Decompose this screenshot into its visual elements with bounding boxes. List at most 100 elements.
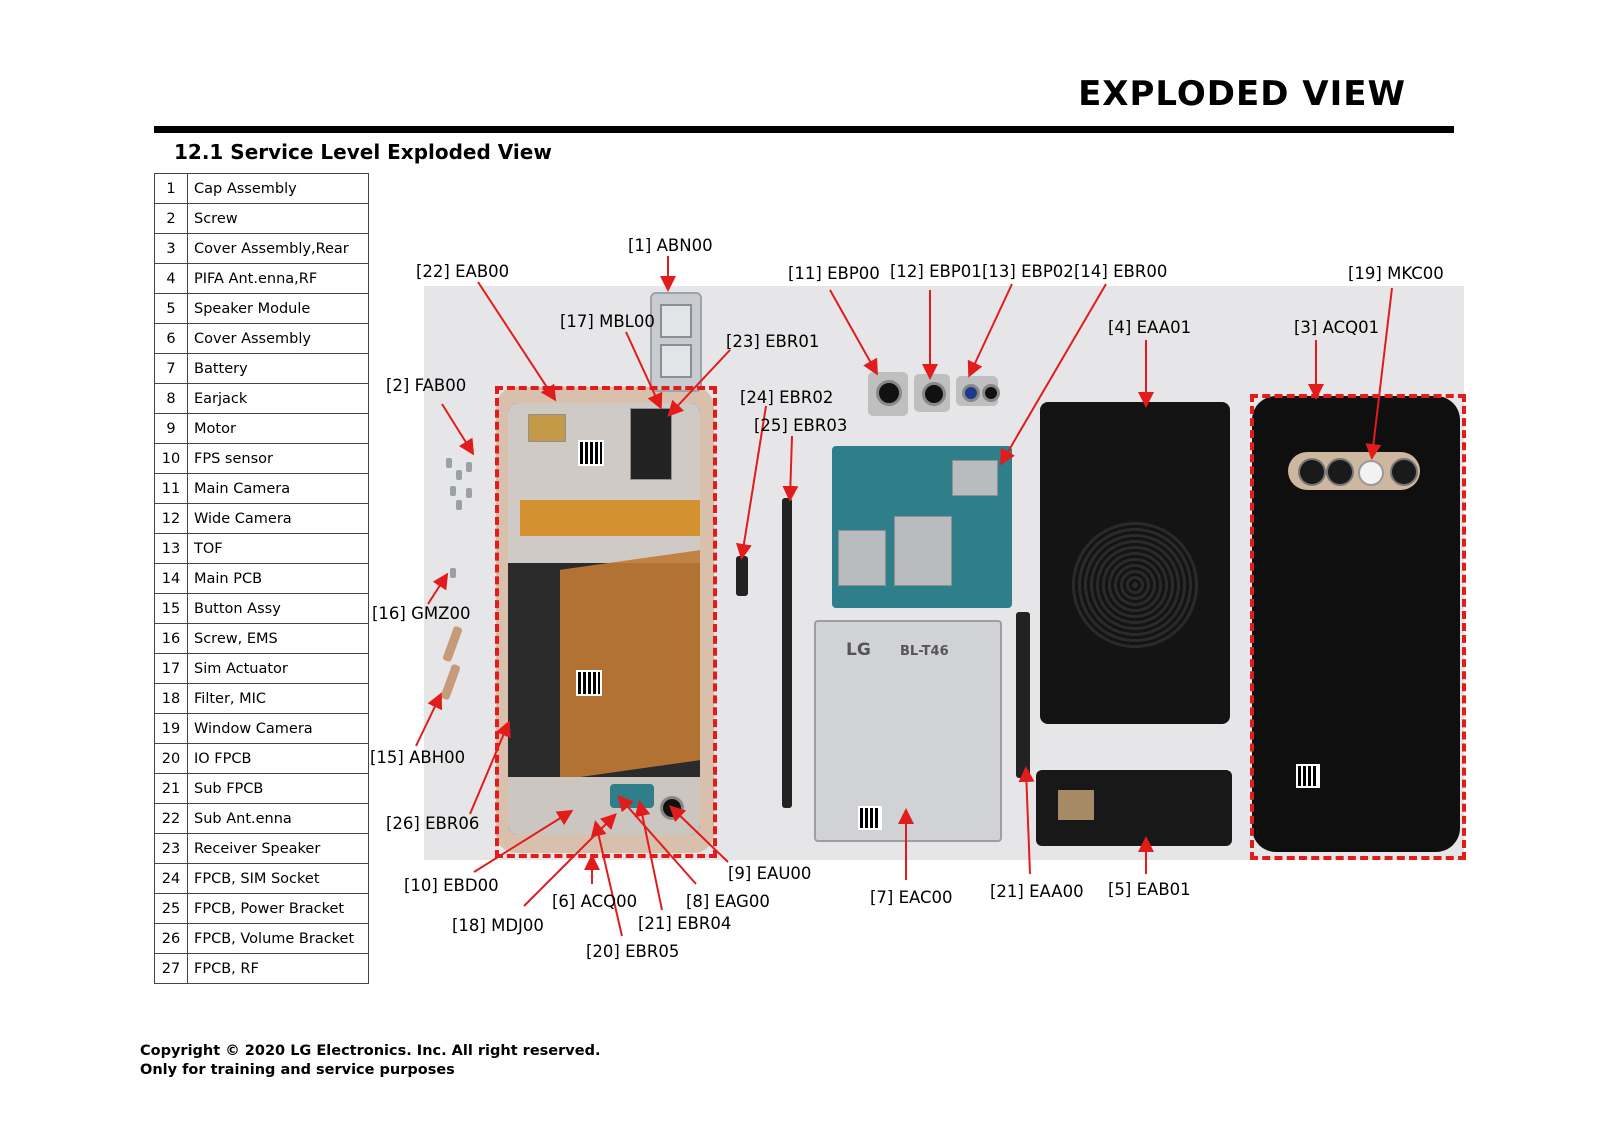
- nfc-coil: [1070, 520, 1200, 650]
- part-name: Cover Assembly,Rear: [187, 233, 369, 264]
- pcb-shield: [894, 516, 952, 586]
- section-title: 12.1 Service Level Exploded View: [174, 140, 552, 164]
- qr-code: [576, 670, 602, 696]
- pcb-shield: [838, 530, 886, 586]
- part-number: 27: [154, 953, 188, 984]
- part-name: PIFA Ant.enna,RF: [187, 263, 369, 294]
- tray-slot: [660, 304, 692, 338]
- callout-acq01: [3] ACQ01: [1294, 318, 1380, 337]
- callout-eag00: [8] EAG00: [686, 892, 770, 911]
- part-name: Motor: [187, 413, 369, 444]
- part-name: Sim Actuator: [187, 653, 369, 684]
- callout-acq00: [6] ACQ00: [552, 892, 638, 911]
- part-name: Screw: [187, 203, 369, 234]
- rear-camera-lens: [1298, 458, 1326, 486]
- part-name: FPCB, SIM Socket: [187, 863, 369, 894]
- callout-ebp00: [11] EBP00: [788, 264, 880, 283]
- sub-fpcb: [1016, 612, 1030, 778]
- part-name: Wide Camera: [187, 503, 369, 534]
- screw: [456, 470, 462, 480]
- part-name: Window Camera: [187, 713, 369, 744]
- part-number: 21: [154, 773, 188, 804]
- part-name: Speaker Module: [187, 293, 369, 324]
- page-title: EXPLODED VIEW: [1078, 74, 1406, 114]
- callout-eaa00: [21] EAA00: [990, 882, 1084, 901]
- copyright: Copyright © 2020 LG Electronics. Inc. Al…: [140, 1042, 600, 1080]
- screw-ems: [450, 568, 456, 578]
- part-name: Sub FPCB: [187, 773, 369, 804]
- part-number: 14: [154, 563, 188, 594]
- part-name: FPS sensor: [187, 443, 369, 474]
- rear-camera-lens: [1326, 458, 1354, 486]
- part-number: 1: [154, 173, 188, 204]
- screw: [456, 500, 462, 510]
- battery-model: BL-T46: [900, 644, 949, 659]
- qr-code: [578, 440, 604, 466]
- screw: [446, 458, 452, 468]
- callout-fab00: [2] FAB00: [386, 376, 467, 395]
- callout-ebr03: [25] EBR03: [754, 416, 848, 435]
- callout-eab00: [22] EAB00: [416, 262, 510, 281]
- part-name: Screw, EMS: [187, 623, 369, 654]
- screw: [466, 488, 472, 498]
- header-rule: [154, 126, 1454, 133]
- tray-slot: [660, 344, 692, 378]
- callout-ebr06: [26] EBR06: [386, 814, 480, 833]
- part-number: 20: [154, 743, 188, 774]
- part-name: FPCB, RF: [187, 953, 369, 984]
- callout-eac00: [7] EAC00: [870, 888, 953, 907]
- callout-ebr05: [20] EBR05: [586, 942, 680, 961]
- part-name: Main PCB: [187, 563, 369, 594]
- callout-mdj00: [18] MDJ00: [452, 916, 544, 935]
- callout-abh00: [15] ABH00: [370, 748, 466, 767]
- callout-eau00: [9] EAU00: [728, 864, 812, 883]
- part-name: Battery: [187, 353, 369, 384]
- speaker-pad: [1058, 790, 1094, 820]
- part-number: 13: [154, 533, 188, 564]
- callout-eaa01: [4] EAA01: [1108, 318, 1192, 337]
- callout-gmz00: [16] GMZ00: [372, 604, 471, 623]
- rear-camera-lens: [1390, 458, 1418, 486]
- copyright-line-1: Copyright © 2020 LG Electronics. Inc. Al…: [140, 1043, 601, 1059]
- rear-qr: [1296, 764, 1320, 788]
- part-number: 25: [154, 893, 188, 924]
- callout-eab01: [5] EAB01: [1108, 880, 1191, 899]
- sim-actuator: [630, 408, 672, 480]
- fpcb-sim-socket: [736, 556, 748, 596]
- rear-flash: [1358, 460, 1384, 486]
- callout-ebr00: [14] EBR00: [1074, 262, 1168, 281]
- part-number: 24: [154, 863, 188, 894]
- part-name: IO FPCB: [187, 743, 369, 774]
- fpcb-power-bracket: [782, 498, 792, 808]
- part-number: 3: [154, 233, 188, 264]
- part-name: Cap Assembly: [187, 173, 369, 204]
- wide-camera-lens: [922, 382, 946, 406]
- callout-ebr01: [23] EBR01: [726, 332, 820, 351]
- flex-cable: [520, 500, 700, 536]
- callout-abn00: [1] ABN00: [628, 236, 713, 255]
- part-name: FPCB, Volume Bracket: [187, 923, 369, 954]
- callout-mbl00: [17] MBL00: [560, 312, 655, 331]
- part-number: 19: [154, 713, 188, 744]
- part-name: Receiver Speaker: [187, 833, 369, 864]
- front-assembly-highlight: [495, 386, 717, 858]
